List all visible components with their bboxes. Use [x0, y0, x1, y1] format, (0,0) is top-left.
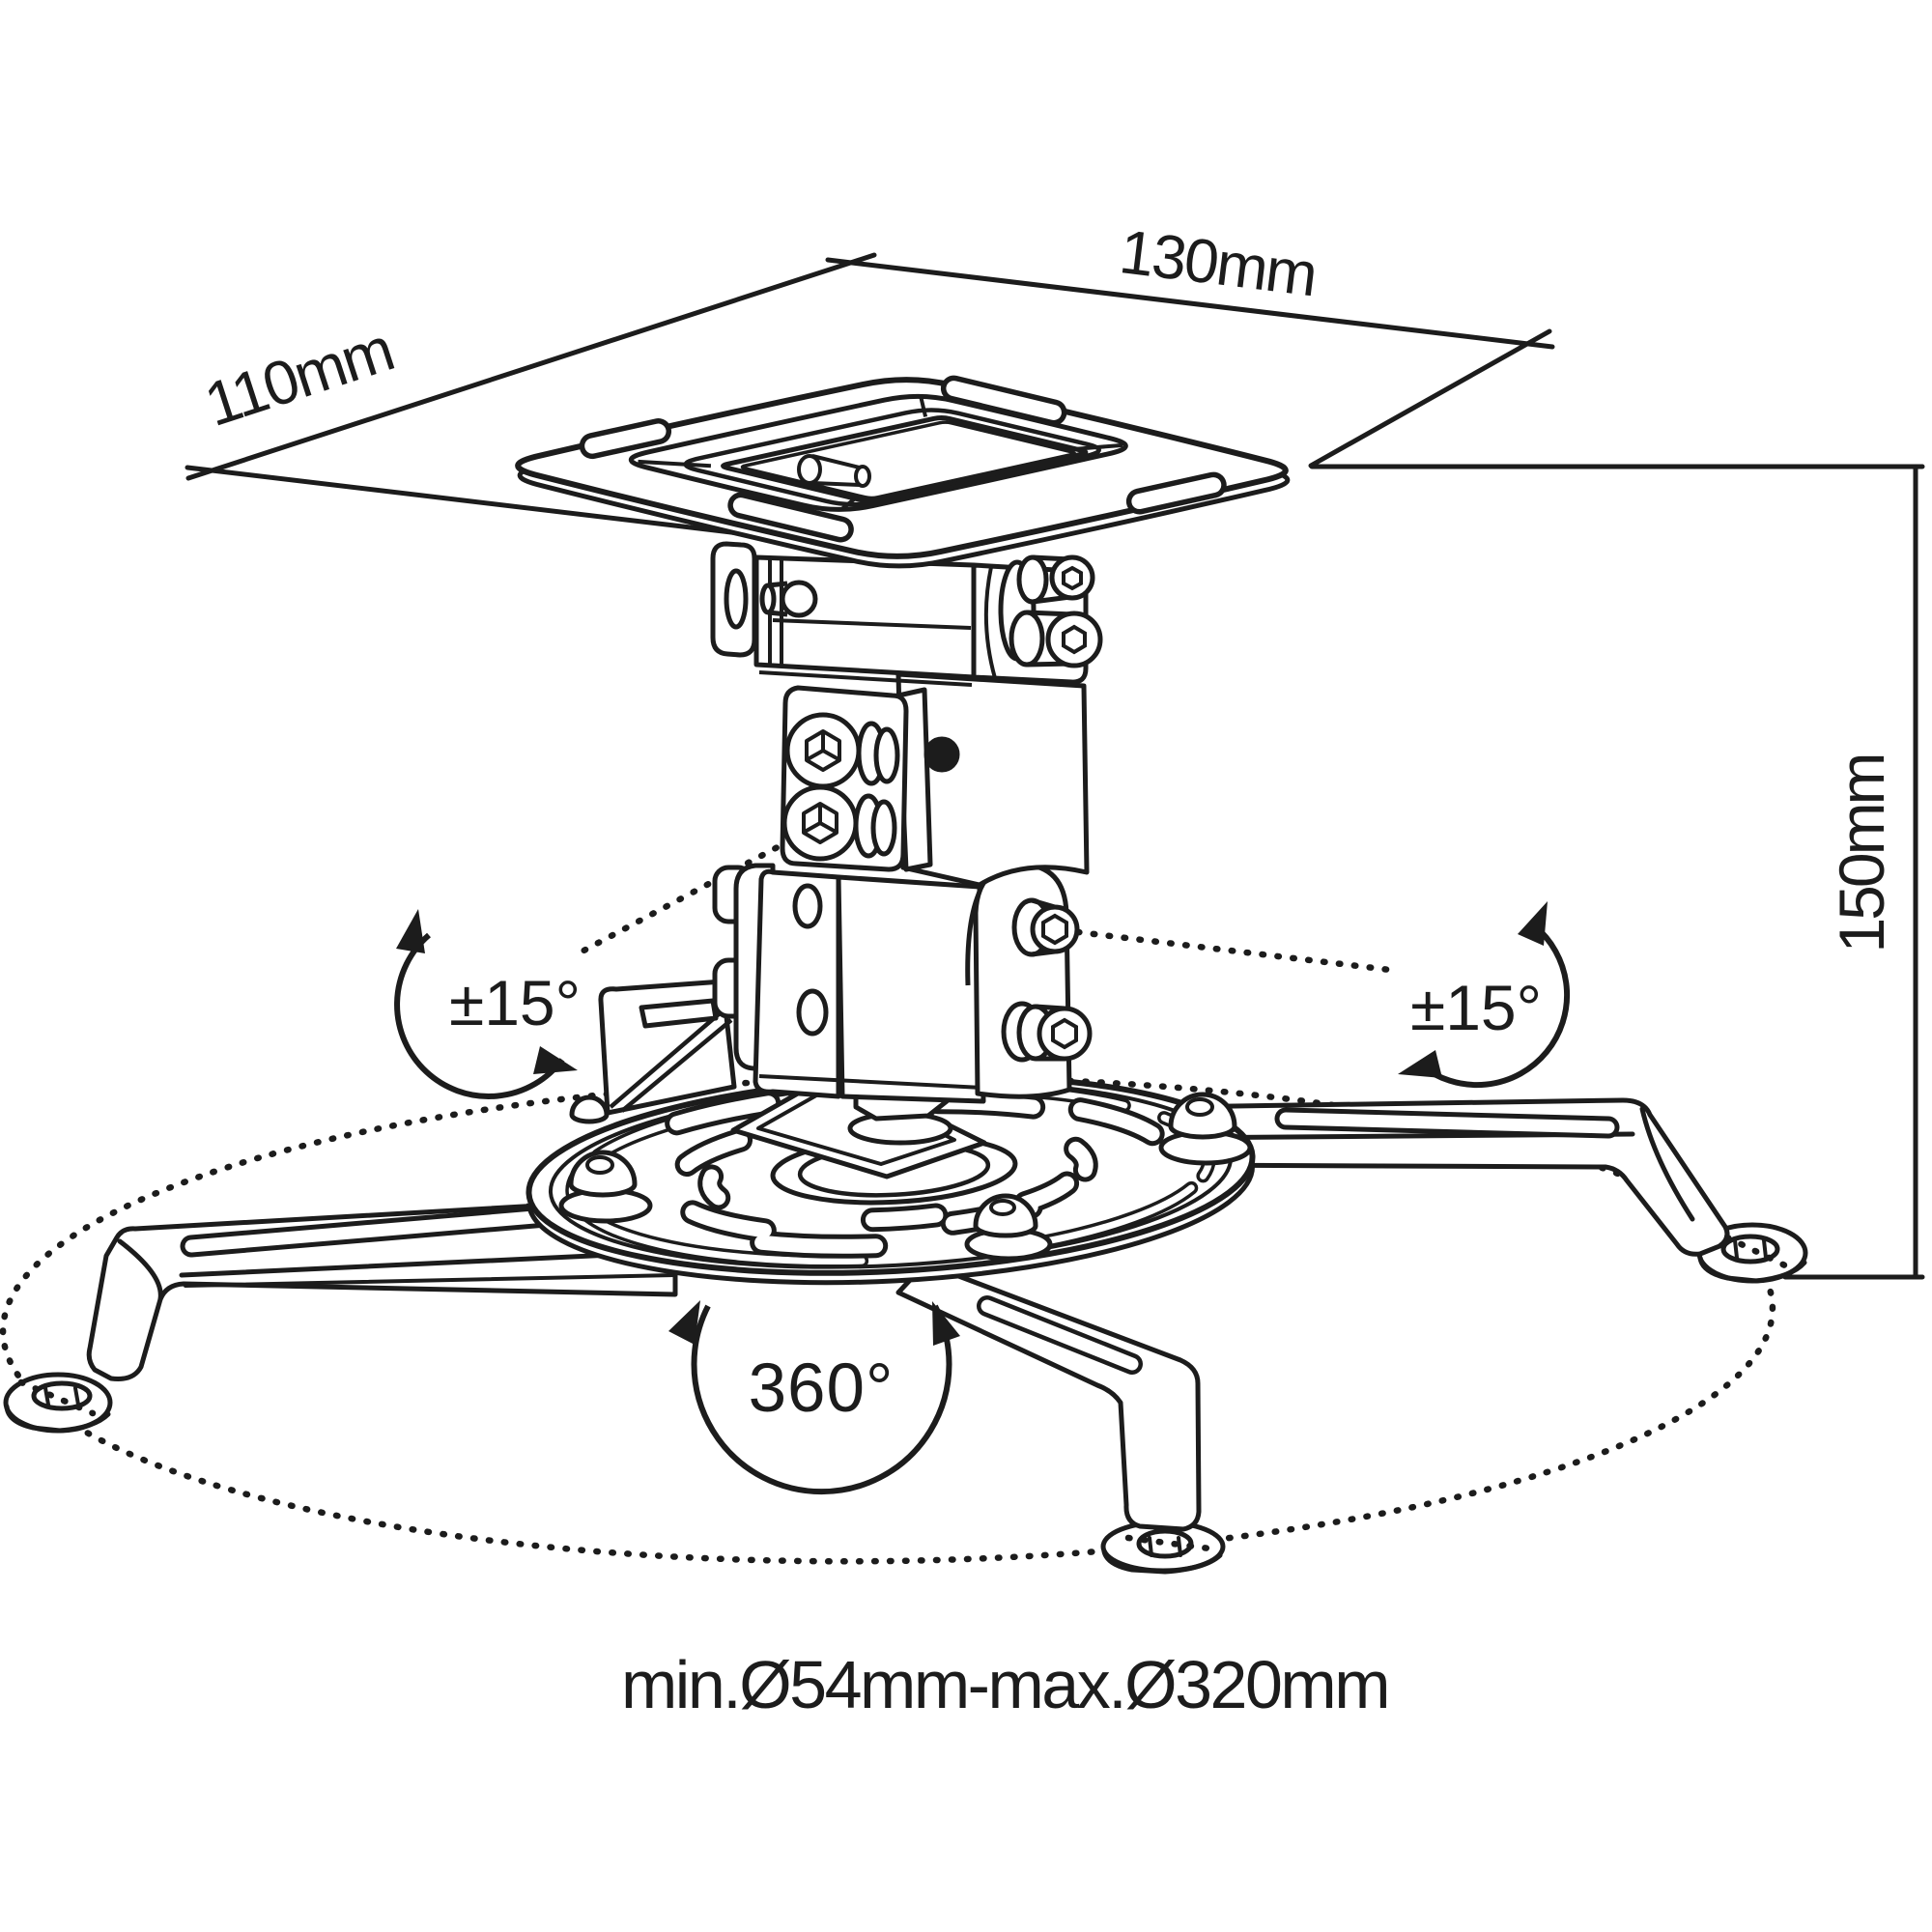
svg-text:±15°: ±15°: [449, 967, 581, 1038]
svg-text:150mm: 150mm: [1826, 754, 1897, 952]
svg-text:min.Ø54mm-max.Ø320mm: min.Ø54mm-max.Ø320mm: [621, 1647, 1388, 1722]
svg-text:±15°: ±15°: [1410, 972, 1542, 1043]
svg-text:360°: 360°: [749, 1350, 895, 1427]
